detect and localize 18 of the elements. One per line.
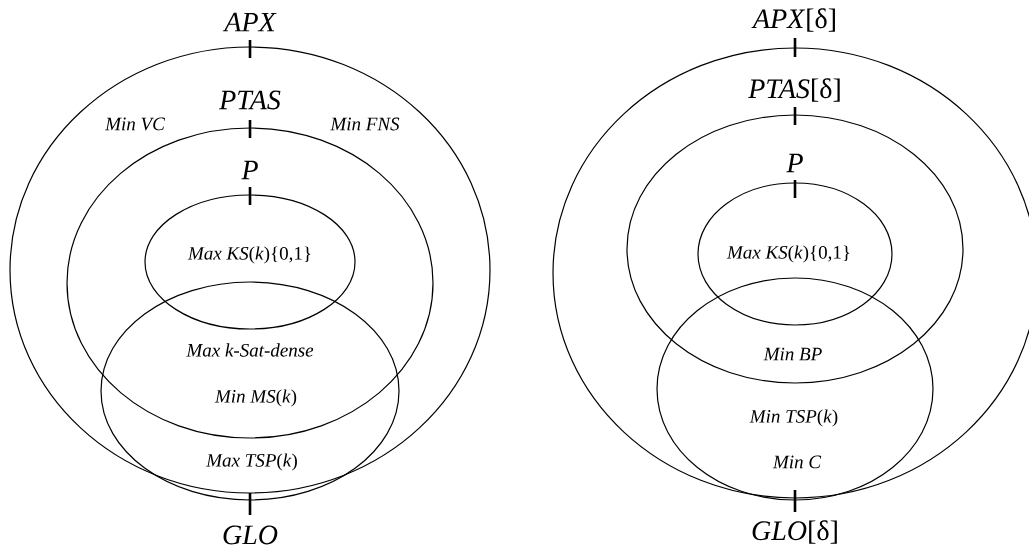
problem-label: Min TSP(k)	[749, 409, 838, 427]
problem-label: Max KS(k){0,1}	[187, 246, 311, 264]
class-label: APX	[222, 12, 277, 32]
class-label: P	[786, 153, 803, 173]
problem-label: Min VC	[104, 117, 165, 131]
class-label: GLO	[223, 525, 278, 545]
problem-label: Min MS(k)	[214, 389, 297, 407]
class-label: PTAS	[219, 90, 281, 110]
problem-label: Min BP	[763, 347, 822, 361]
class-label: APX[δ]	[751, 8, 835, 32]
problem-label: Max TSP(k)	[206, 453, 297, 471]
class-label: GLO[δ]	[752, 520, 837, 544]
class-label: PTAS[δ]	[748, 78, 840, 102]
problem-label: Min C	[772, 455, 822, 469]
class-label: P	[241, 160, 258, 180]
problem-label: Max k-Sat-dense	[186, 343, 314, 357]
problem-label: Min FNS	[330, 117, 400, 131]
problem-label: Max KS(k){0,1}	[726, 245, 850, 263]
